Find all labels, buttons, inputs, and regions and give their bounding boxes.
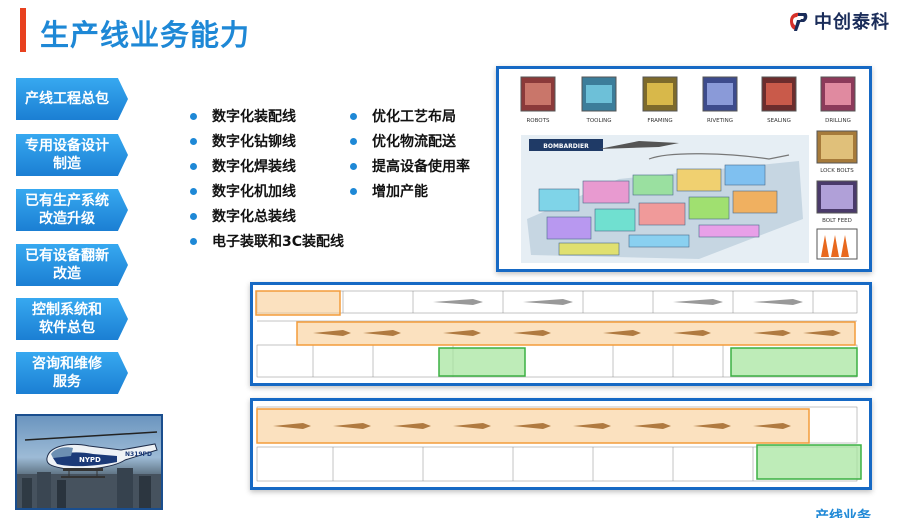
thumb-label: ROBOTS <box>526 118 550 124</box>
logo-text: 中创泰科 <box>814 12 890 33</box>
bullet-list-left: 数字化装配线 数字化钻铆线 数字化焊装线 数字化机加线 数字化总装线 电子装联和… <box>190 108 344 258</box>
sidebar-item-label: 制造 <box>53 156 81 172</box>
sidebar-item-consulting[interactable]: 咨询和维修服务 <box>16 352 128 394</box>
list-item: 提高设备使用率 <box>350 158 470 183</box>
brand-logo: 中创泰科 <box>786 8 890 34</box>
highlight-zone-green <box>756 444 862 480</box>
floor-plan-drawing-1 <box>253 285 869 383</box>
sidebar-item-label: 产线工程总包 <box>25 91 109 107</box>
thumb-label: RIVETING <box>707 118 733 124</box>
sidebar-item-label: 软件总包 <box>39 320 95 336</box>
layout-plan-panel-2 <box>250 398 872 490</box>
sidebar-item-label: 控制系统和 <box>32 302 102 318</box>
highlight-zone-green <box>730 347 858 377</box>
thumb-label: FRAMING <box>647 118 672 124</box>
sidebar-item-control-software[interactable]: 控制系统和软件总包 <box>16 298 128 340</box>
list-item: 增加产能 <box>350 183 470 208</box>
heli-marking: NYPD <box>79 456 101 464</box>
list-item: 数字化焊装线 <box>190 158 344 183</box>
highlight-zone-orange <box>255 290 341 316</box>
brand-banner: BOMBARDIER <box>543 143 589 150</box>
title-accent-bar <box>20 8 26 52</box>
process-thumbs: ROBOTS TOOLING FRAMING RIVETING SEALING … <box>520 76 858 260</box>
logo-mark-icon <box>790 12 808 31</box>
sidebar-item-equipment-refurbish[interactable]: 已有设备翻新改造 <box>16 244 128 286</box>
thumb-label: DRILLING <box>825 118 851 124</box>
sidebar-item-label: 咨询和维修 <box>32 356 102 372</box>
thumb-label: SEALING <box>767 118 791 124</box>
sidebar-item-engineering[interactable]: 产线工程总包 <box>16 78 128 120</box>
sidebar-item-label: 专用设备设计 <box>25 138 109 154</box>
list-item: 数字化装配线 <box>190 108 344 133</box>
list-item: 优化工艺布局 <box>350 108 470 133</box>
list-item: 数字化总装线 <box>190 208 344 233</box>
thumb-label: LOCK BOLTS <box>820 168 854 174</box>
sidebar-item-label: 已有生产系统 <box>25 193 109 209</box>
bullet-list-right: 优化工艺布局 优化物流配送 提高设备使用率 增加产能 <box>350 108 470 208</box>
list-item: 电子装联和3C装配线 <box>190 233 344 258</box>
heli-tail-number: N319PD <box>125 451 152 458</box>
thumb-label: BOLT FEED <box>822 218 852 224</box>
page-title: 生产线业务能力 <box>40 18 251 52</box>
thumb-label: TOOLING <box>585 118 611 124</box>
helicopter-image: N319PD NYPD <box>17 431 161 508</box>
sidebar-item-label: 已有设备翻新 <box>25 248 109 264</box>
list-item: 数字化机加线 <box>190 183 344 208</box>
sidebar-item-label: 改造 <box>53 266 81 282</box>
helicopter-photo: N319PD NYPD <box>15 414 163 510</box>
sidebar-item-equipment-design[interactable]: 专用设备设计制造 <box>16 134 128 176</box>
production-line-illustration: ROBOTS TOOLING FRAMING RIVETING SEALING … <box>499 69 869 269</box>
floor-plan-drawing-2 <box>253 401 869 487</box>
sidebar-item-label: 改造升级 <box>39 211 95 227</box>
sidebar-item-label: 服务 <box>53 374 81 390</box>
list-item: 数字化钻铆线 <box>190 133 344 158</box>
production-line-3d-panel: ROBOTS TOOLING FRAMING RIVETING SEALING … <box>496 66 872 272</box>
line-3d-model: BOMBARDIER <box>521 135 809 263</box>
highlight-zone-green <box>438 347 526 377</box>
sidebar-item-system-upgrade[interactable]: 已有生产系统改造升级 <box>16 189 128 231</box>
footer-caption: 产线业务 <box>815 509 871 518</box>
layout-plan-panel-1 <box>250 282 872 386</box>
highlight-zone-orange <box>296 321 856 346</box>
list-item: 优化物流配送 <box>350 133 470 158</box>
